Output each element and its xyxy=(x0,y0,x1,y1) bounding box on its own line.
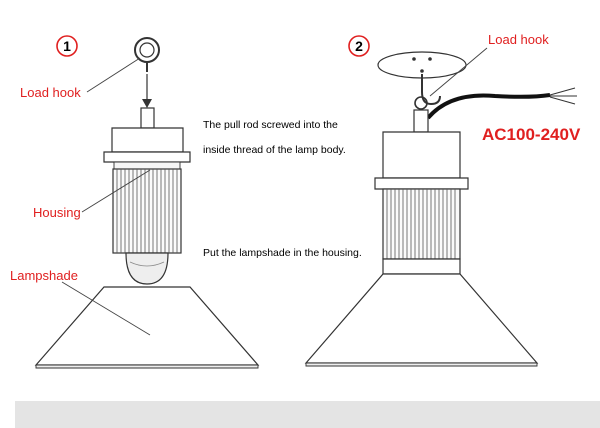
step-2-cap-rim xyxy=(374,177,469,190)
housing-body xyxy=(112,168,182,254)
step-1-load-hook-label: Load hook xyxy=(20,85,81,100)
step-2-top-cap xyxy=(382,131,461,179)
cable-wire-1 xyxy=(549,87,576,96)
step-2-hook-ring xyxy=(414,96,428,110)
step-2-lampshade-collar xyxy=(382,258,461,275)
cable-jacket xyxy=(426,93,551,120)
step-2-lampshade-rim xyxy=(305,362,538,367)
voltage-label: AC100-240V xyxy=(482,125,581,144)
step-1-load-hook xyxy=(134,37,160,108)
step-2-load-hook-leader xyxy=(429,47,488,97)
step-1-cap-collar xyxy=(113,161,181,170)
step-1-lampshade-label: Lampshade xyxy=(10,268,78,283)
lampshade-cone xyxy=(34,286,260,366)
ceiling-screw-1 xyxy=(412,57,416,61)
step-2-housing-fins xyxy=(386,189,456,259)
step-1-lampshade xyxy=(34,286,260,369)
housing-fins xyxy=(116,169,178,253)
lampshade-rim xyxy=(35,364,259,369)
step-1-cap-rim xyxy=(103,151,191,163)
step-1-top-cap xyxy=(111,127,184,153)
step-1-lampshade-leader xyxy=(61,281,151,336)
step-2-lampshade-cone xyxy=(304,273,539,364)
step-1-marker: 1 xyxy=(56,35,78,57)
step-2-housing-body xyxy=(382,188,461,260)
step-2-housing xyxy=(382,188,461,260)
lampshade-note: Put the lampshade in the housing. xyxy=(203,247,362,259)
cable-wire-3 xyxy=(549,96,576,105)
down-arrow-head xyxy=(142,99,152,108)
step-2-marker: 2 xyxy=(348,35,370,57)
step-1-number: 1 xyxy=(63,38,71,54)
pull-rod-note-line-2: inside thread of the lamp body. xyxy=(203,144,346,156)
step-2-power-cable xyxy=(426,87,577,120)
step-2-circle xyxy=(348,35,370,57)
step-2-load-hook-label: Load hook xyxy=(488,32,549,47)
step-1-circle xyxy=(56,35,78,57)
step-1-housing-label: Housing xyxy=(33,205,81,220)
lens-highlight xyxy=(129,261,165,267)
step-2-lampshade xyxy=(304,258,539,367)
bottom-band xyxy=(15,401,600,428)
step-1-housing-leader xyxy=(81,169,151,213)
ceiling-screw-2 xyxy=(428,57,432,61)
pull-rod-note-line-1: The pull rod screwed into the xyxy=(203,119,338,131)
step-2-pull-rod xyxy=(413,109,429,133)
ceiling-screw-3 xyxy=(420,69,424,73)
step-2-number: 2 xyxy=(355,38,363,54)
step-1-load-hook-leader xyxy=(86,57,141,93)
step-2-hook xyxy=(421,74,441,106)
step-1-pull-rod xyxy=(140,107,155,129)
hook-ring-inner xyxy=(139,42,155,58)
step-1-housing xyxy=(112,168,182,285)
lens-dome xyxy=(125,252,169,285)
